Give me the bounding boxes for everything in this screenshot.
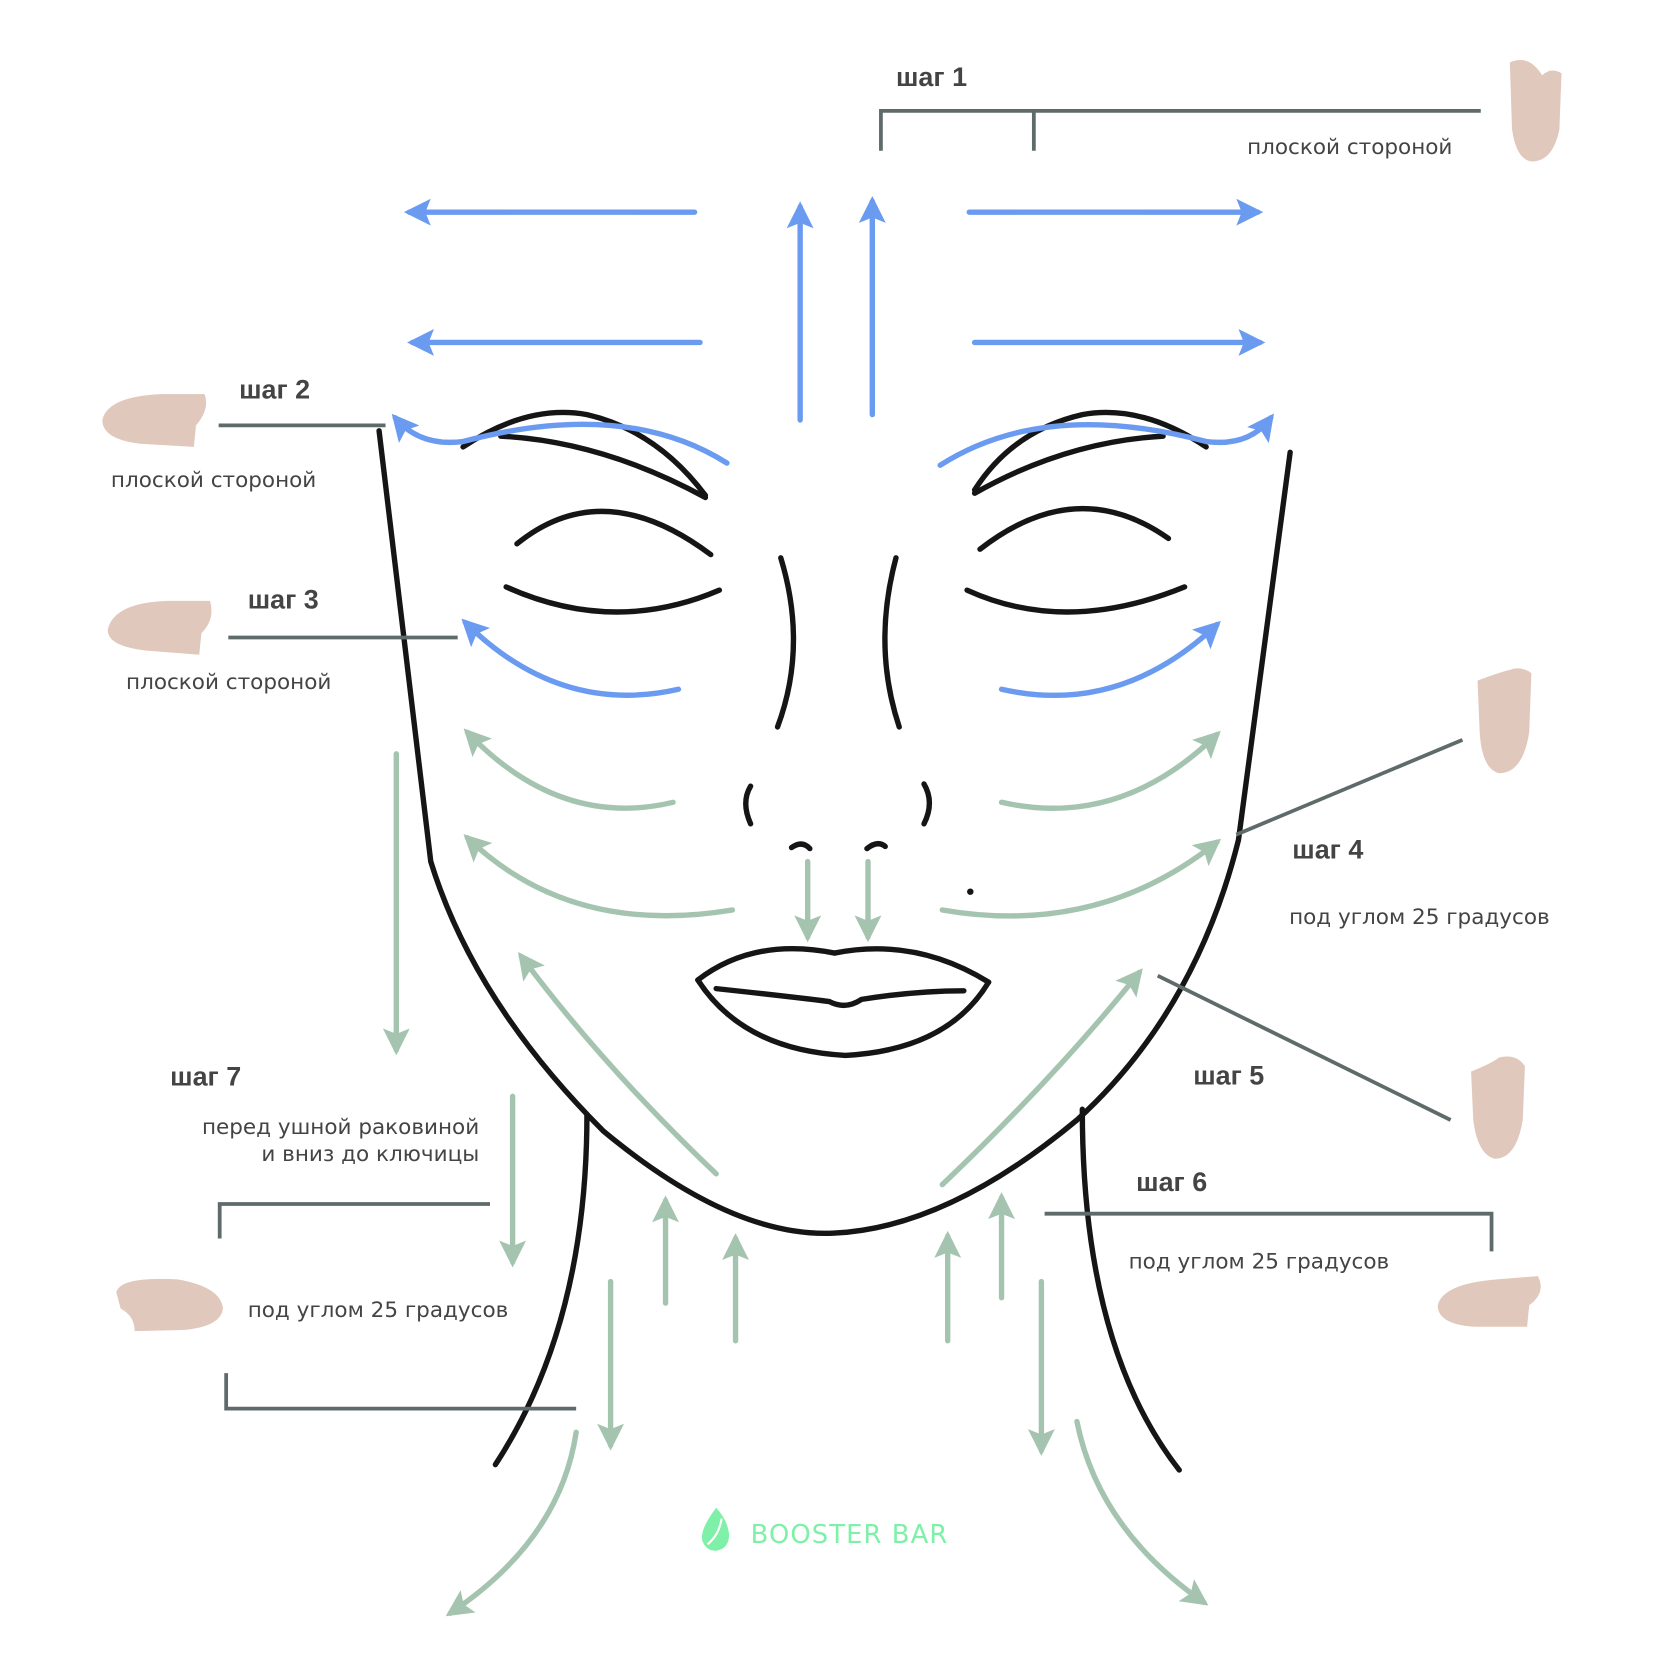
stone-icon bbox=[107, 600, 212, 655]
logo-text: BOOSTER BAR bbox=[751, 1520, 949, 1550]
face-outline bbox=[376, 409, 1293, 1473]
step-7-note-line2: и вниз до ключицы bbox=[261, 1142, 479, 1167]
leaf-drop-icon bbox=[701, 1507, 730, 1551]
stone-icon bbox=[1437, 1276, 1541, 1327]
upper-arrows bbox=[391, 196, 1274, 698]
step-7-note-line1: перед ушной раковиной bbox=[202, 1115, 479, 1140]
stone-icon bbox=[1471, 1056, 1525, 1159]
step-4-label: шаг 4 bbox=[1292, 834, 1363, 864]
step-7-note: под углом 25 градусов bbox=[248, 1298, 509, 1323]
step-7-label: шаг 7 bbox=[170, 1062, 241, 1092]
step-1-note: плоской стороной bbox=[1247, 135, 1452, 160]
lower-arrows bbox=[382, 728, 1222, 1617]
step-3-note: плоской стороной bbox=[126, 670, 331, 695]
stone-icon bbox=[116, 1278, 223, 1332]
step-1-label: шаг 1 bbox=[896, 62, 967, 92]
stone-icon bbox=[102, 394, 207, 447]
step-labels: шаг 1 плоской стороной шаг 2 плоской сто… bbox=[111, 62, 1550, 1323]
step-2-label: шаг 2 bbox=[239, 374, 310, 404]
stone-icon bbox=[1509, 60, 1562, 162]
step-3-label: шаг 3 bbox=[248, 584, 319, 614]
step-6-note: под углом 25 градусов bbox=[1129, 1250, 1390, 1275]
step-5-label: шаг 5 bbox=[1193, 1060, 1264, 1090]
step-6-label: шаг 6 bbox=[1136, 1167, 1207, 1197]
step-4-note: под углом 25 градусов bbox=[1289, 905, 1550, 930]
step-2-note: плоской стороной bbox=[111, 468, 316, 493]
stone-icon bbox=[1477, 668, 1532, 774]
gua-sha-stones bbox=[102, 60, 1562, 1332]
pointer-lines bbox=[217, 109, 1494, 1411]
logo: BOOSTER BAR bbox=[701, 1507, 949, 1551]
